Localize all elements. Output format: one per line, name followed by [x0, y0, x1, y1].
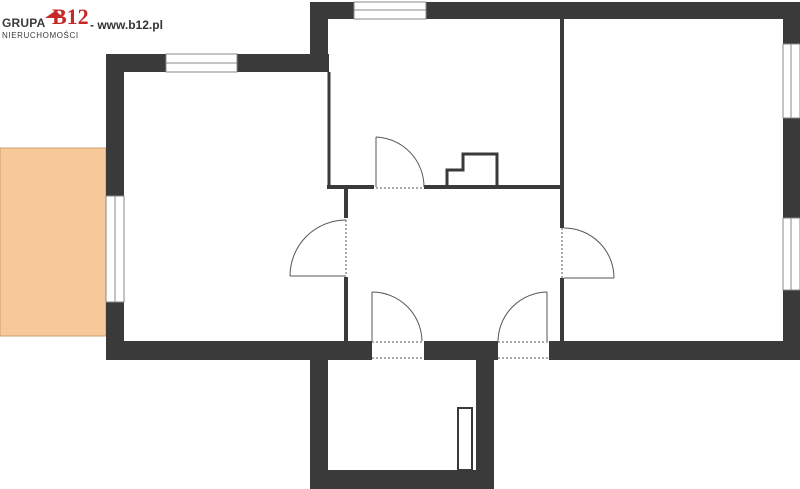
- balcony: [0, 147, 107, 337]
- house-roof-icon: [45, 11, 65, 18]
- wall-mid-top-a: [310, 2, 354, 19]
- wall-bath-right: [476, 341, 494, 489]
- wall-bath-bottom: [310, 470, 494, 489]
- walls: [106, 2, 800, 489]
- wall-right-mid: [783, 118, 800, 218]
- logo-brand-accent: B12: [52, 4, 89, 29]
- doors: [289, 136, 615, 359]
- wall-bottom-a: [106, 341, 372, 360]
- wall-right-top: [783, 2, 800, 44]
- wall-bottom-c: [549, 341, 800, 360]
- wall-bath-left: [310, 341, 328, 489]
- wall-mid-left: [310, 2, 328, 72]
- logo-subtitle: NIERUCHOMOŚCI: [2, 31, 79, 40]
- wall-left-top-b: [237, 54, 329, 72]
- company-logo: GRUPA B12 NIERUCHOMOŚCI - www.b12.pl: [2, 4, 192, 44]
- logo-brand: GRUPA: [2, 16, 46, 30]
- wall-left-upper: [106, 54, 124, 196]
- wall-top-b: [426, 2, 800, 19]
- interior-walls: [327, 19, 564, 471]
- website-url: - www.b12.pl: [90, 18, 163, 32]
- windows: [105, 1, 800, 303]
